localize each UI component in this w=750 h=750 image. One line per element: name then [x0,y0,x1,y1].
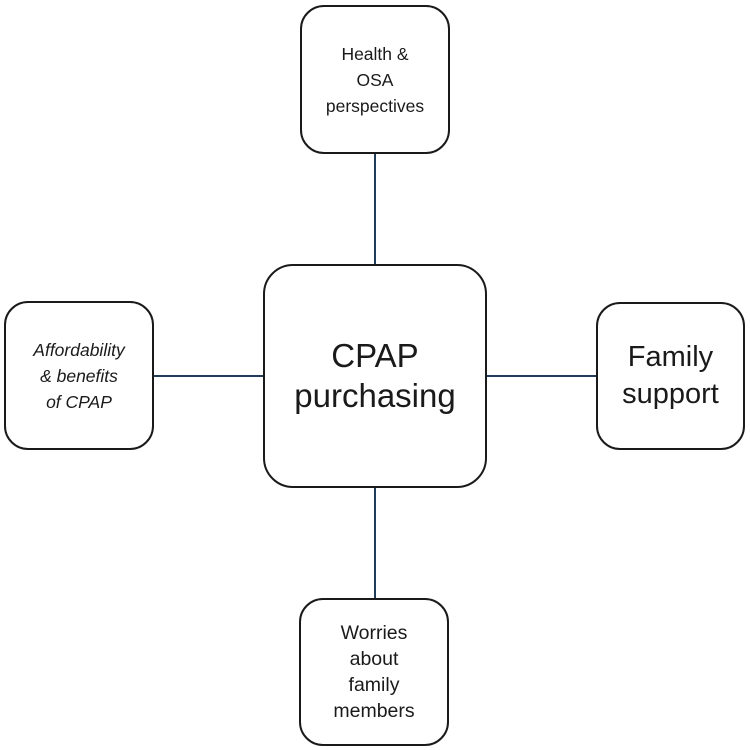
node-line: about [349,648,399,670]
node-line: members [333,700,415,722]
node-line: & benefits [40,365,118,386]
node-line: family [348,674,400,696]
node-line: CPAP [331,337,419,374]
node-line: OSA [356,69,394,90]
node-family-support: Family support [596,302,745,450]
node-family-support-label: Family support [622,339,719,413]
node-affordability-benefits-label: Affordability & benefits of CPAP [33,337,124,415]
node-line: purchasing [294,377,456,414]
node-cpap-purchasing-label: CPAP purchasing [294,336,455,416]
node-worries-family-members: Worries about family members [299,598,449,746]
node-line: of CPAP [46,391,112,412]
node-health-osa-perspectives-label: Health & OSA perspectives [326,41,424,119]
node-health-osa-perspectives: Health & OSA perspectives [300,5,450,154]
node-line: Worries [340,622,408,644]
node-affordability-benefits: Affordability & benefits of CPAP [4,301,154,450]
node-worries-family-members-label: Worries about family members [333,620,414,724]
node-line: support [622,378,719,410]
node-line: Family [627,341,714,373]
node-line: Affordability [33,339,125,360]
node-cpap-purchasing: CPAP purchasing [263,264,487,488]
node-line: perspectives [325,95,425,116]
node-line: Health & [341,43,409,64]
